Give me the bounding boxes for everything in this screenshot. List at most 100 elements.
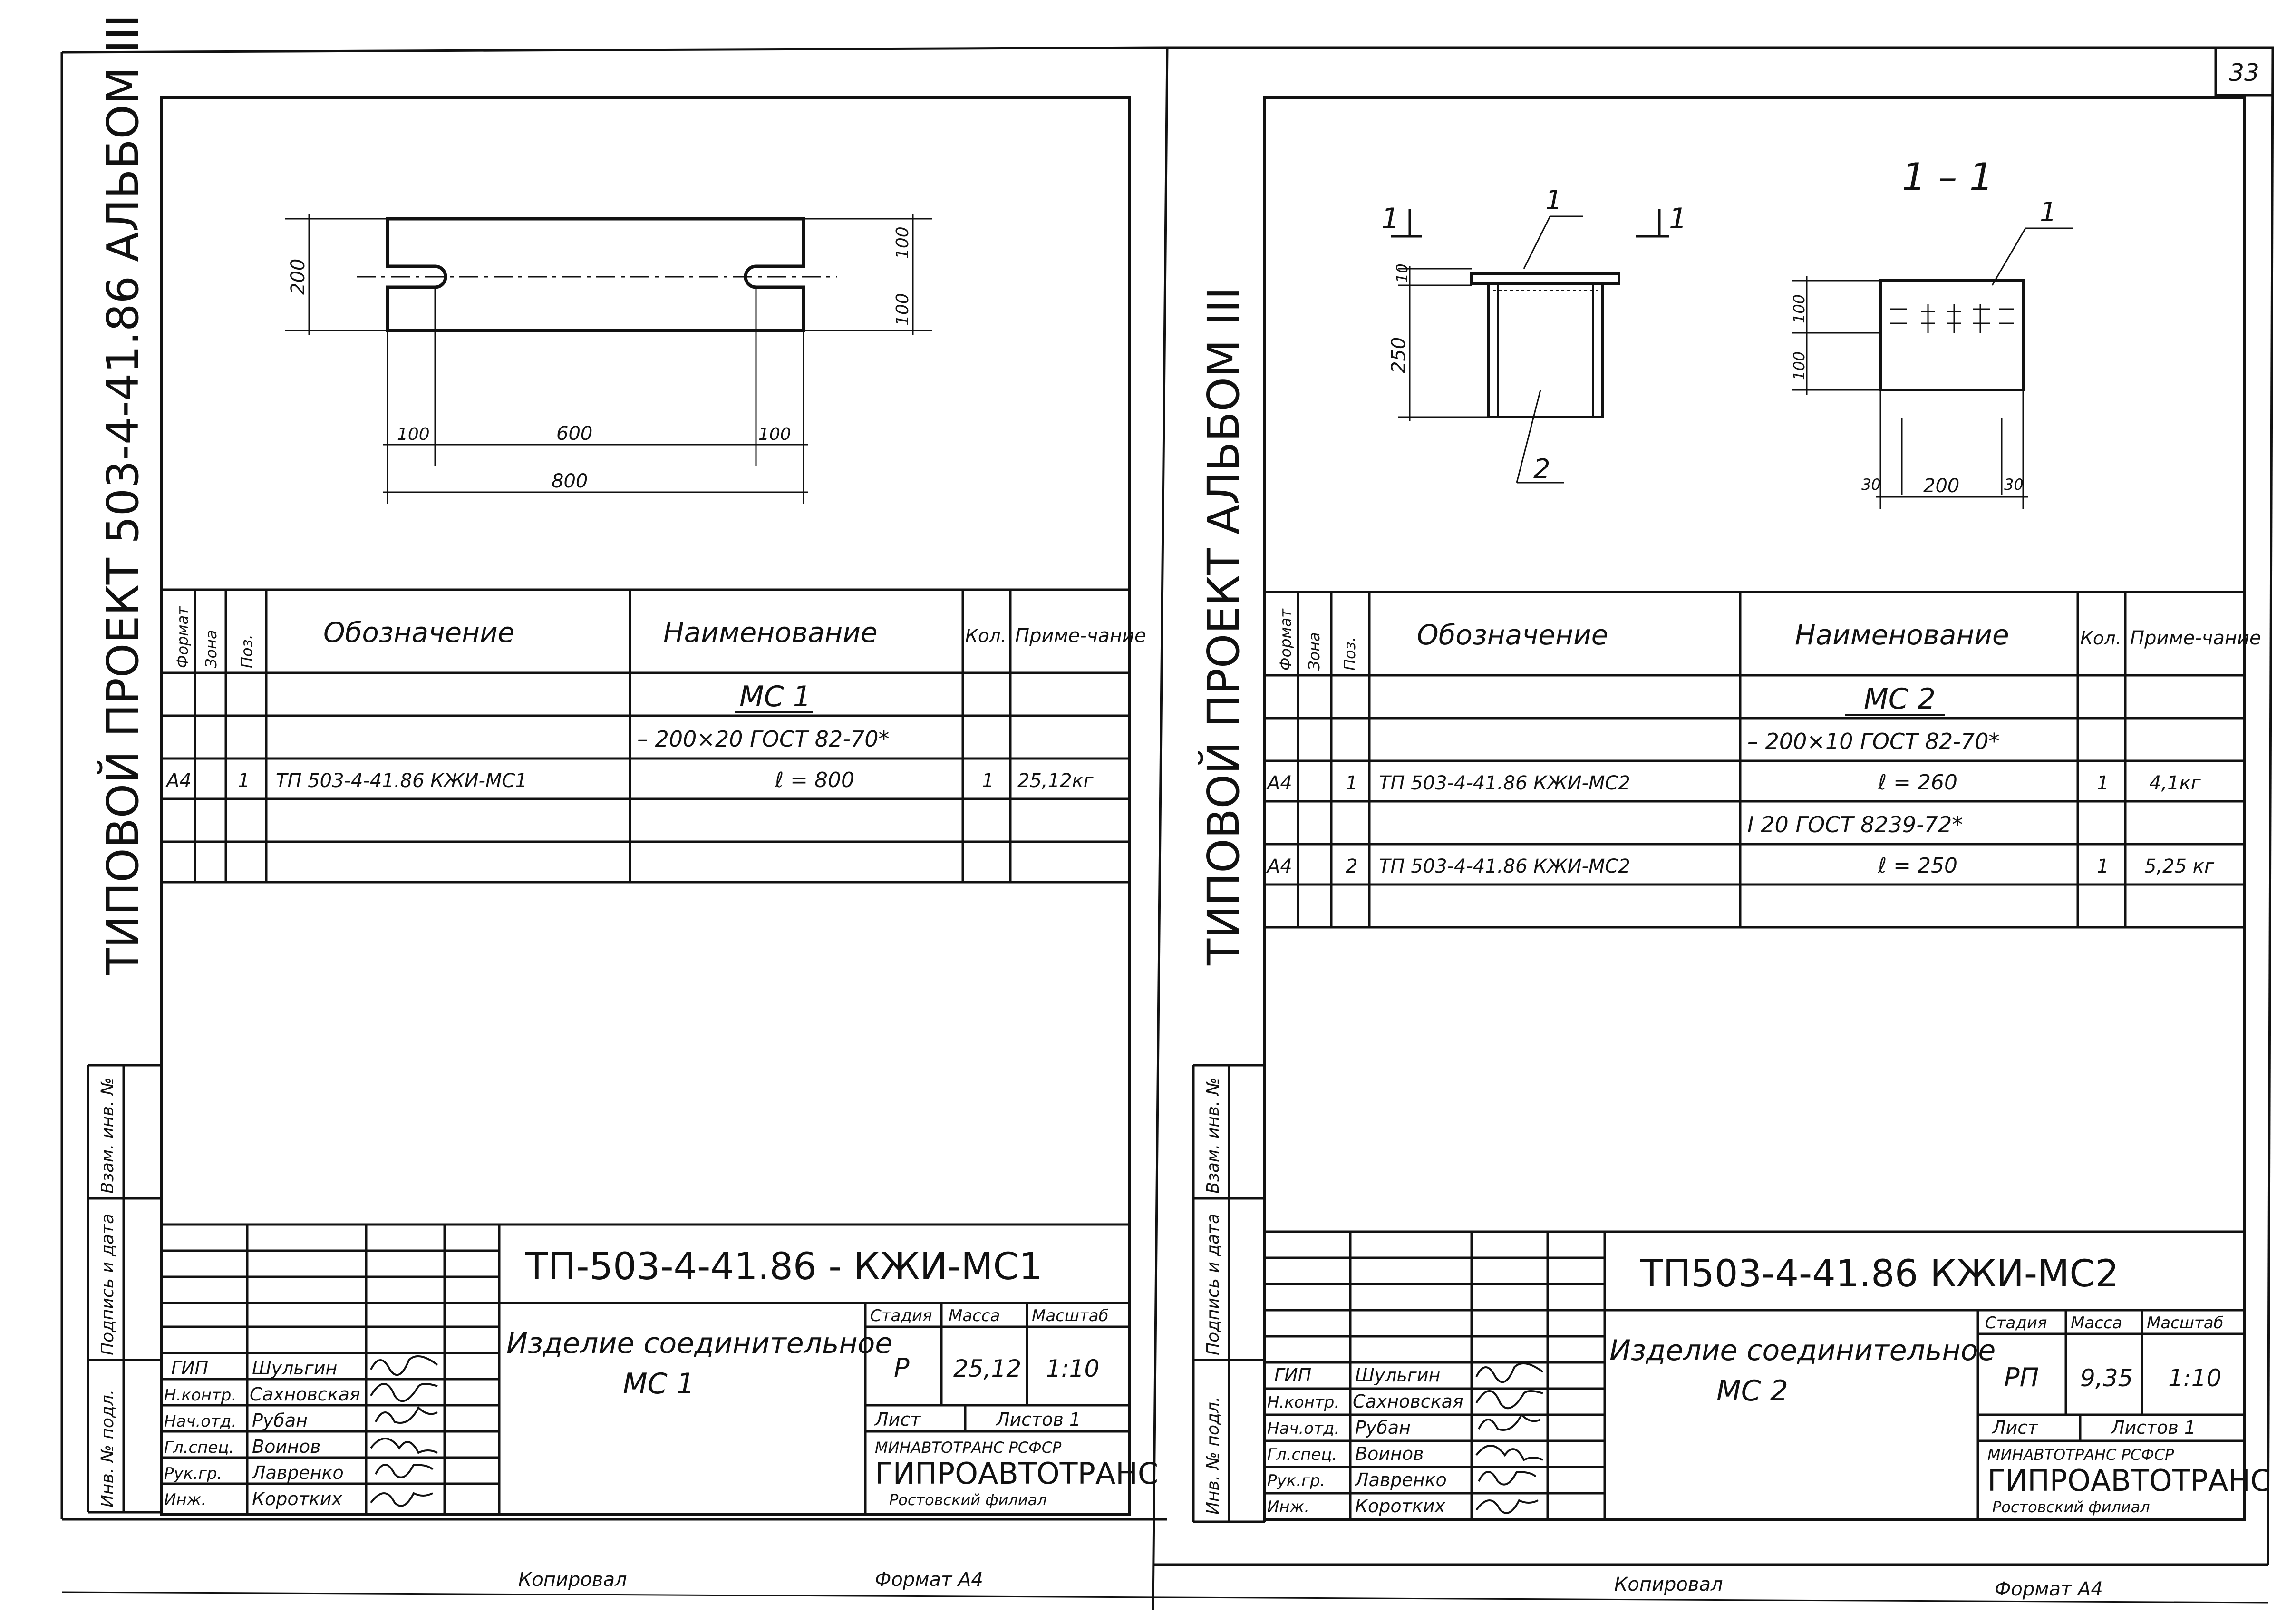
right-staff-role-4: Рук.гр. bbox=[1267, 1471, 1325, 1490]
right-side-label-inv: Инв. № подл. bbox=[1203, 1397, 1223, 1515]
right-row2-designation: ТП 503-4-41.86 КЖИ-МС2 bbox=[1379, 856, 1630, 877]
right-staff-role-2: Нач.отд. bbox=[1267, 1419, 1339, 1438]
right-th-designation: Обозначение bbox=[1417, 619, 1608, 651]
left-th-designation: Обозначение bbox=[323, 616, 514, 649]
right-staff-name-4: Лавренко bbox=[1354, 1469, 1447, 1490]
dim-half-upper: 100 bbox=[893, 226, 912, 259]
left-staff-role-5: Инж. bbox=[164, 1490, 206, 1509]
right-row1-format: А4 bbox=[1266, 772, 1292, 794]
right-vertical-title: ТИПОВОЙ ПРОЕКТ АЛЬБОМ III bbox=[1198, 287, 1249, 966]
right-title-code: ТП503-4-41.86 КЖИ-МС2 bbox=[1640, 1253, 2119, 1295]
right-side-label-replace: Взам. инв. № bbox=[1203, 1078, 1223, 1194]
dim-half-lower: 100 bbox=[893, 293, 912, 326]
callout-section-1: 1 bbox=[2040, 197, 2057, 228]
left-side-label-inv: Инв. № подл. bbox=[98, 1390, 117, 1507]
left-th-qty: Кол. bbox=[965, 625, 1007, 646]
left-staff-role-3: Гл.спец. bbox=[164, 1438, 234, 1457]
left-sheets-label: Листов 1 bbox=[995, 1409, 1081, 1430]
section-mark-left: 1 bbox=[1381, 202, 1399, 235]
sheet-frame bbox=[60, 46, 2274, 1610]
page-number: 33 bbox=[2229, 59, 2259, 87]
left-staff-role-2: Нач.отд. bbox=[164, 1412, 236, 1431]
left-row1-designation: ТП 503-4-41.86 КЖИ-МС1 bbox=[276, 770, 527, 792]
section-mark-right: 1 bbox=[1669, 202, 1687, 235]
left-staff-role-0: ГИП bbox=[171, 1358, 208, 1379]
right-sheet: ТИПОВОЙ ПРОЕКТ АЛЬБОМ III Инв. № подл. П… bbox=[1192, 96, 2271, 1600]
left-side-label-sign: Подпись и дата bbox=[98, 1214, 117, 1355]
right-staff-role-5: Инж. bbox=[1267, 1498, 1309, 1517]
left-row1-format: А4 bbox=[165, 770, 192, 792]
left-sheet-label: Лист bbox=[874, 1409, 921, 1430]
left-sheet: ТИПОВОЙ ПРОЕКТ 503-4-41.86 АЛЬБОМ III Ин… bbox=[87, 14, 1158, 1591]
right-th-note: Приме-чание bbox=[2130, 627, 2261, 649]
left-staff-name-5: Коротких bbox=[252, 1488, 342, 1509]
left-th-name: Наименование bbox=[663, 616, 878, 649]
dim-total-800: 800 bbox=[552, 470, 588, 492]
section-plate bbox=[1879, 279, 2025, 391]
left-staff-role-1: Н.контр. bbox=[164, 1386, 236, 1405]
left-side-label-replace: Взам. инв. № bbox=[98, 1078, 117, 1194]
left-staff-name-2: Рубан bbox=[252, 1410, 308, 1431]
dim-left-100: 100 bbox=[397, 425, 430, 444]
dim-plate-10: 10 bbox=[1393, 263, 1411, 283]
right-title-block bbox=[1265, 1230, 2244, 1519]
left-item-title: МС 1 bbox=[739, 680, 811, 713]
left-title-code: ТП-503-4-41.86 - КЖИ-МС1 bbox=[525, 1245, 1043, 1288]
left-staff-name-1: Сахновская bbox=[250, 1384, 360, 1405]
dim-left-30: 30 bbox=[1861, 476, 1881, 494]
left-spec-table bbox=[162, 588, 1129, 884]
dim-middle-600: 600 bbox=[556, 423, 592, 445]
left-staff-name-0: Шульгин bbox=[252, 1358, 337, 1379]
right-org-line2: ГИПРОАВТОТРАНС bbox=[1987, 1463, 2271, 1498]
right-row2-qty: 1 bbox=[2097, 856, 2109, 877]
right-inner-frame bbox=[1263, 96, 2246, 1521]
right-material-1: – 200×10 ГОСТ 82-70* bbox=[1747, 729, 1999, 754]
right-staff-name-3: Воинов bbox=[1355, 1443, 1424, 1464]
right-staff-name-0: Шульгин bbox=[1355, 1365, 1440, 1386]
right-footer-format: Формат А4 bbox=[1995, 1578, 2103, 1600]
left-th-pos: Поз. bbox=[238, 634, 256, 668]
dim-middle-200: 200 bbox=[1923, 475, 1959, 497]
right-row2-note: 5,25 кг bbox=[2144, 856, 2215, 877]
left-staff-name-4: Лавренко bbox=[251, 1462, 344, 1483]
dim-height-250: 250 bbox=[1388, 337, 1410, 373]
right-scale-label: Масштаб bbox=[2147, 1313, 2224, 1332]
dim-bottom-100: 100 bbox=[1790, 351, 1808, 380]
right-spec-table bbox=[1265, 591, 2244, 929]
right-row1-designation: ТП 503-4-41.86 КЖИ-МС2 bbox=[1379, 772, 1630, 794]
right-org-line1: МИНАВТОТРАНС РСФСР bbox=[1987, 1446, 2174, 1464]
right-row1-qty: 1 bbox=[2097, 772, 2109, 794]
right-material-2: I 20 ГОСТ 8239-72* bbox=[1747, 812, 1963, 837]
dim-top-100: 100 bbox=[1790, 294, 1808, 323]
i-beam bbox=[1487, 282, 1604, 418]
dim-total-height: 200 bbox=[287, 259, 309, 295]
left-title-name-line2: МС 1 bbox=[623, 1367, 695, 1400]
dim-right-100: 100 bbox=[758, 425, 791, 444]
right-sheet-label: Лист bbox=[1991, 1417, 2039, 1438]
right-stage-value: РП bbox=[2004, 1362, 2039, 1392]
left-signatures bbox=[370, 1355, 438, 1507]
right-row2-pos: 2 bbox=[1346, 856, 1357, 877]
left-plate-drawing: 200 100 100 100 600 100 800 bbox=[285, 214, 932, 504]
right-th-qty: Кол. bbox=[2080, 628, 2122, 649]
left-stage-label: Стадия bbox=[870, 1306, 932, 1325]
right-th-format: Формат bbox=[1277, 608, 1295, 671]
left-staff-role-4: Рук.гр. bbox=[164, 1464, 222, 1483]
left-org-line2: ГИПРОАВТОТРАНС bbox=[875, 1456, 1158, 1491]
right-signatures bbox=[1475, 1362, 1544, 1514]
right-th-zone: Зона bbox=[1305, 632, 1323, 671]
right-row1-name: ℓ = 260 bbox=[1878, 770, 1957, 795]
right-sheets-label: Листов 1 bbox=[2110, 1417, 2196, 1438]
left-th-note: Приме-чание bbox=[1015, 625, 1146, 647]
left-row1-qty: 1 bbox=[982, 770, 994, 792]
right-title-name-line1: Изделие соединительное bbox=[1609, 1334, 1996, 1367]
right-org-line3: Ростовский филиал bbox=[1992, 1498, 2150, 1516]
right-staff-name-1: Сахновская bbox=[1353, 1391, 1463, 1412]
right-row1-note: 4,1кг bbox=[2149, 772, 2201, 794]
right-side-label-sign: Подпись и дата bbox=[1203, 1214, 1223, 1355]
right-staff-role-3: Гл.спец. bbox=[1267, 1445, 1337, 1464]
right-scale-value: 1:10 bbox=[2168, 1364, 2221, 1392]
callout-1: 1 bbox=[1545, 185, 1562, 216]
left-org-line1: МИНАВТОТРАНС РСФСР bbox=[875, 1439, 1062, 1457]
plate-outline bbox=[386, 217, 805, 332]
